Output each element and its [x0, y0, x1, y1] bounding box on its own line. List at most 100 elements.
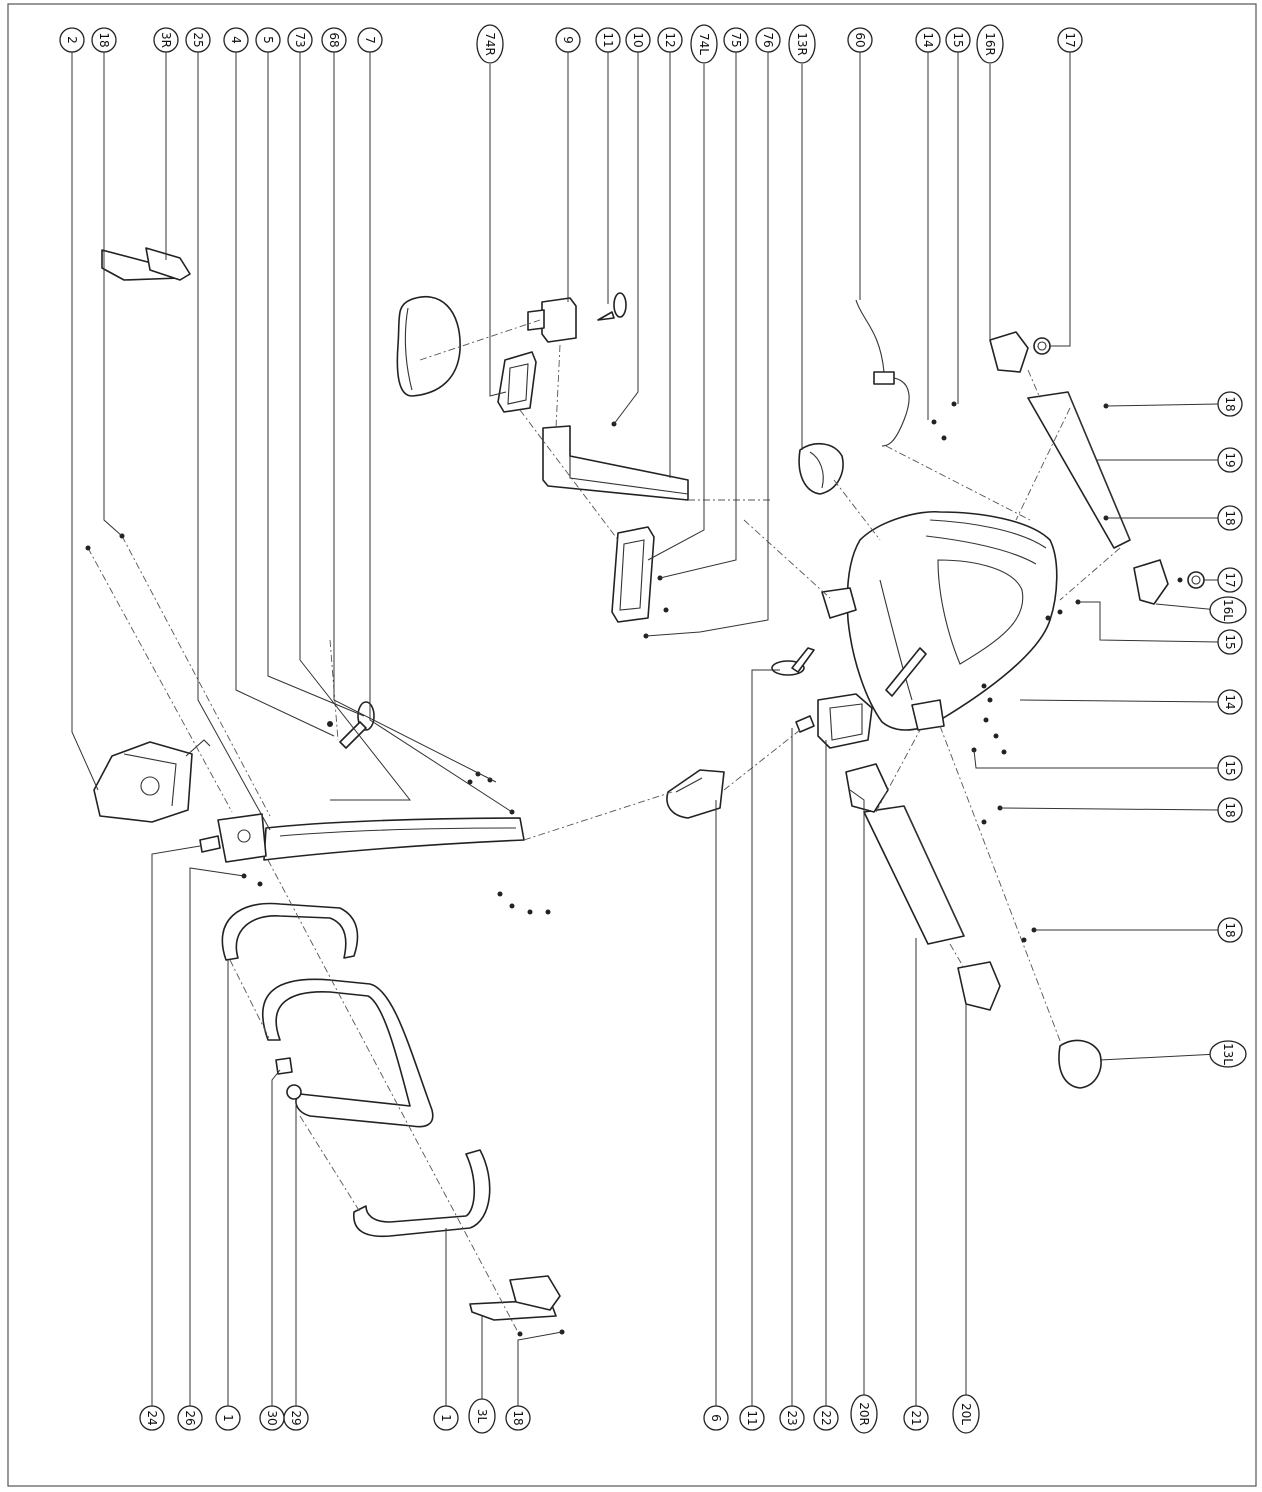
- svg-text:20L: 20L: [959, 1403, 973, 1425]
- drawing-frame: [7, 3, 1257, 1487]
- callout-1-a: 1: [215, 1405, 241, 1431]
- part-knob-5: [339, 701, 375, 749]
- callout-68: 68: [321, 27, 347, 53]
- callout-15-r2: 15: [1217, 755, 1243, 781]
- svg-text:11: 11: [601, 32, 615, 47]
- callout-9: 9: [555, 27, 581, 53]
- svg-text:18: 18: [1223, 922, 1237, 937]
- callout-25: 25: [185, 27, 211, 53]
- svg-text:73: 73: [293, 32, 307, 47]
- callout-18-r4: 18: [1217, 917, 1243, 943]
- part-console-housing: [666, 769, 725, 819]
- callout-17: 17: [1057, 27, 1083, 53]
- svg-text:13R: 13R: [795, 32, 809, 56]
- svg-text:16L: 16L: [1221, 599, 1235, 621]
- callout-76: 76: [755, 27, 781, 53]
- part-knob-upper: [597, 292, 627, 321]
- part-side-cover-74l: [611, 526, 655, 623]
- part-handlebar-loop: [262, 978, 434, 1128]
- callout-18: 18: [91, 27, 117, 53]
- svg-text:13L: 13L: [1221, 1043, 1235, 1065]
- callout-4: 4: [223, 27, 249, 53]
- callout-14-r: 14: [1217, 689, 1243, 715]
- callout-74r: 74R: [476, 24, 504, 64]
- svg-text:15: 15: [1223, 634, 1237, 649]
- callout-30: 30: [259, 1405, 285, 1431]
- part-main-housing: [821, 510, 1058, 731]
- callout-26: 26: [177, 1405, 203, 1431]
- svg-text:19: 19: [1223, 452, 1237, 467]
- svg-text:12: 12: [663, 32, 677, 47]
- svg-text:1: 1: [221, 1414, 235, 1422]
- callout-2: 2: [59, 27, 85, 53]
- svg-text:20R: 20R: [857, 1402, 871, 1426]
- svg-text:18: 18: [511, 1410, 525, 1425]
- callout-18-r2: 18: [1217, 505, 1243, 531]
- part-bolt-23: [795, 715, 815, 733]
- callout-15: 15: [945, 27, 971, 53]
- svg-text:23: 23: [785, 1410, 799, 1425]
- svg-text:74R: 74R: [483, 32, 497, 56]
- callout-1-b: 1: [433, 1405, 459, 1431]
- leader-lines: [71, 52, 1219, 1406]
- svg-text:68: 68: [327, 32, 341, 47]
- svg-text:14: 14: [921, 32, 935, 47]
- part-shroud-13r: [798, 443, 844, 495]
- part-foot-3l: [469, 1275, 561, 1321]
- part-handlebar-post: [263, 817, 525, 861]
- callout-29: 29: [283, 1405, 309, 1431]
- svg-text:21: 21: [909, 1410, 923, 1425]
- hardware: [85, 401, 1183, 1337]
- callout-18-b: 18: [505, 1405, 531, 1431]
- callout-7: 7: [357, 27, 383, 53]
- svg-text:25: 25: [191, 32, 205, 47]
- svg-text:2: 2: [65, 36, 79, 44]
- svg-text:14: 14: [1223, 694, 1237, 709]
- callout-13r: 13R: [788, 24, 816, 64]
- svg-text:17: 17: [1063, 32, 1077, 47]
- callout-74l: 74L: [690, 24, 718, 64]
- callout-73: 73: [287, 27, 313, 53]
- svg-text:76: 76: [761, 32, 775, 47]
- svg-text:4: 4: [229, 36, 243, 44]
- svg-text:29: 29: [289, 1410, 303, 1425]
- part-bracket-plate: [199, 813, 267, 863]
- callout-24: 24: [139, 1405, 165, 1431]
- callout-18-r1: 18: [1217, 391, 1243, 417]
- callout-3r: 3R: [153, 27, 179, 53]
- svg-text:9: 9: [561, 36, 575, 44]
- svg-text:18: 18: [1223, 510, 1237, 525]
- callout-75: 75: [723, 27, 749, 53]
- svg-text:6: 6: [709, 1414, 723, 1422]
- svg-text:3R: 3R: [159, 32, 173, 48]
- svg-text:22: 22: [819, 1410, 833, 1425]
- callout-16r: 16R: [976, 24, 1004, 64]
- callout-12: 12: [657, 27, 683, 53]
- svg-text:18: 18: [1223, 802, 1237, 817]
- callout-6: 6: [703, 1405, 729, 1431]
- svg-text:1: 1: [439, 1414, 453, 1422]
- callout-5: 5: [255, 27, 281, 53]
- part-leveler-17b: [1187, 571, 1205, 589]
- svg-text:30: 30: [265, 1410, 279, 1425]
- svg-text:18: 18: [97, 32, 111, 47]
- callout-11-b: 11: [739, 1405, 765, 1431]
- callout-13l: 13L: [1209, 1040, 1247, 1068]
- callout-18-r3: 18: [1217, 797, 1243, 823]
- part-knob-lower: [771, 647, 815, 676]
- svg-text:24: 24: [145, 1410, 159, 1425]
- svg-text:74L: 74L: [697, 33, 711, 55]
- svg-text:26: 26: [183, 1410, 197, 1425]
- callout-22: 22: [813, 1405, 839, 1431]
- part-front-stabilizer: [863, 805, 965, 945]
- callout-21: 21: [903, 1405, 929, 1431]
- part-end-cap-16r: [989, 331, 1029, 373]
- svg-text:16R: 16R: [983, 32, 997, 56]
- svg-text:5: 5: [261, 36, 275, 44]
- callout-10: 10: [625, 27, 651, 53]
- part-console: [93, 739, 211, 823]
- part-grommet-29: [286, 1084, 302, 1100]
- callout-15-r1: 15: [1217, 629, 1243, 655]
- callout-20l: 20L: [952, 1394, 980, 1434]
- part-seat: [396, 295, 461, 397]
